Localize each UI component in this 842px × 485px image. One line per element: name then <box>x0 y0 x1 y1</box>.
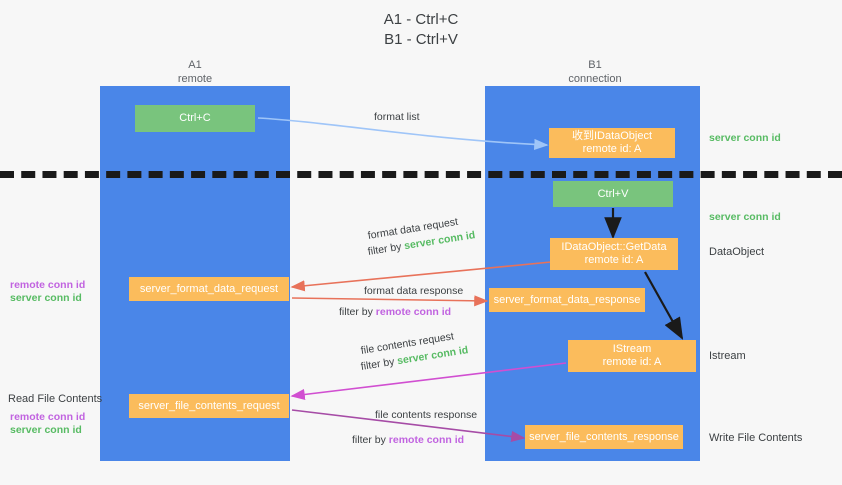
box-idataobject-line1: 收到IDataObject <box>571 130 653 142</box>
lane-header-a1: A1 remote <box>120 58 270 86</box>
edge-label-format-data-response: format data response <box>364 285 464 297</box>
box-istream[interactable]: IStream remote id: A <box>568 340 696 372</box>
annotation-read-file-contents: Read File Contents <box>8 393 103 405</box>
title-line-1: A1 - Ctrl+C <box>383 11 459 28</box>
edge-label-file-contents-response-filter: filter by remote conn id <box>352 434 464 447</box>
box-ctrl-v-label: Ctrl+V <box>597 187 629 200</box>
box-ctrl-v[interactable]: Ctrl+V <box>553 181 673 207</box>
arrow-file-contents-request <box>290 362 567 401</box>
annotation-istream: Istream <box>709 350 746 362</box>
box-getdata-line1: IDataObject::GetData <box>561 241 667 253</box>
box-ctrl-c-label: Ctrl+C <box>179 112 211 124</box>
filter-by-text-2: filter by <box>339 306 376 318</box>
box-server-file-contents-request[interactable]: server_file_contents_request <box>129 394 289 418</box>
box-istream-line1: IStream <box>612 343 652 355</box>
box-server-format-data-request-label: server_format_data_request <box>139 282 279 295</box>
filter-by-text-3: filter by <box>359 355 399 373</box>
arrow-file-contents-response <box>291 409 526 443</box>
box-idataobject[interactable]: 收到IDataObject remote id: A <box>549 128 675 158</box>
lane-header-b1: B1 connection <box>520 58 670 86</box>
lane-b1-sub: connection <box>568 73 622 85</box>
annotation-write-file-contents: Write File Contents <box>709 432 803 444</box>
box-ctrl-c[interactable]: Ctrl+C <box>135 105 255 132</box>
annotation-dataobject: DataObject <box>709 246 765 258</box>
annotation-server-conn-id-mid: server conn id <box>709 211 781 223</box>
phase-divider <box>0 171 842 178</box>
edge-label-format-list: format list <box>374 111 420 123</box>
box-idataobject-line2: remote id: A <box>582 143 642 155</box>
filter-by-text-4: filter by <box>352 434 389 446</box>
box-server-format-data-response-label: server_format_data_response <box>493 293 641 306</box>
annotation-remote-conn-id-2: remote conn id <box>10 411 86 423</box>
box-istream-line2: remote id: A <box>602 356 662 368</box>
box-server-file-contents-request-label: server_file_contents_request <box>138 399 280 412</box>
edge-label-file-contents-response: file contents response <box>375 409 478 421</box>
box-getdata-line2: remote id: A <box>584 254 644 266</box>
arrow-format-data-request <box>290 261 552 292</box>
annotation-server-conn-id-top: server conn id <box>709 132 781 144</box>
arrow-format-data-response <box>291 295 489 307</box>
annotation-remote-conn-id-1: remote conn id <box>10 279 86 291</box>
title-line-2: B1 - Ctrl+V <box>384 31 458 48</box>
box-server-file-contents-response-label: server_file_contents_response <box>529 430 679 443</box>
box-getdata[interactable]: IDataObject::GetData remote id: A <box>550 238 678 270</box>
lane-b1-name: B1 <box>588 59 602 71</box>
remote-conn-id-inline-2: remote conn id <box>388 434 465 446</box>
edge-label-format-data-response-filter: filter by remote conn id <box>339 306 451 319</box>
page-title: A1 - Ctrl+C B1 - Ctrl+V <box>0 10 842 50</box>
remote-conn-id-inline-1: remote conn id <box>375 306 452 318</box>
box-server-file-contents-response[interactable]: server_file_contents_response <box>525 425 683 449</box>
annotation-server-conn-id-1: server conn id <box>10 292 82 304</box>
box-server-format-data-response[interactable]: server_format_data_response <box>489 288 645 312</box>
filter-by-text-1: filter by <box>366 240 406 258</box>
box-server-format-data-request[interactable]: server_format_data_request <box>129 277 289 301</box>
arrow-format-list <box>257 117 549 151</box>
arrow-getdata-to-istream <box>644 271 684 340</box>
lane-a1-sub: remote <box>177 73 213 85</box>
annotation-server-conn-id-2: server conn id <box>10 424 82 436</box>
lane-a1-name: A1 <box>188 59 202 71</box>
